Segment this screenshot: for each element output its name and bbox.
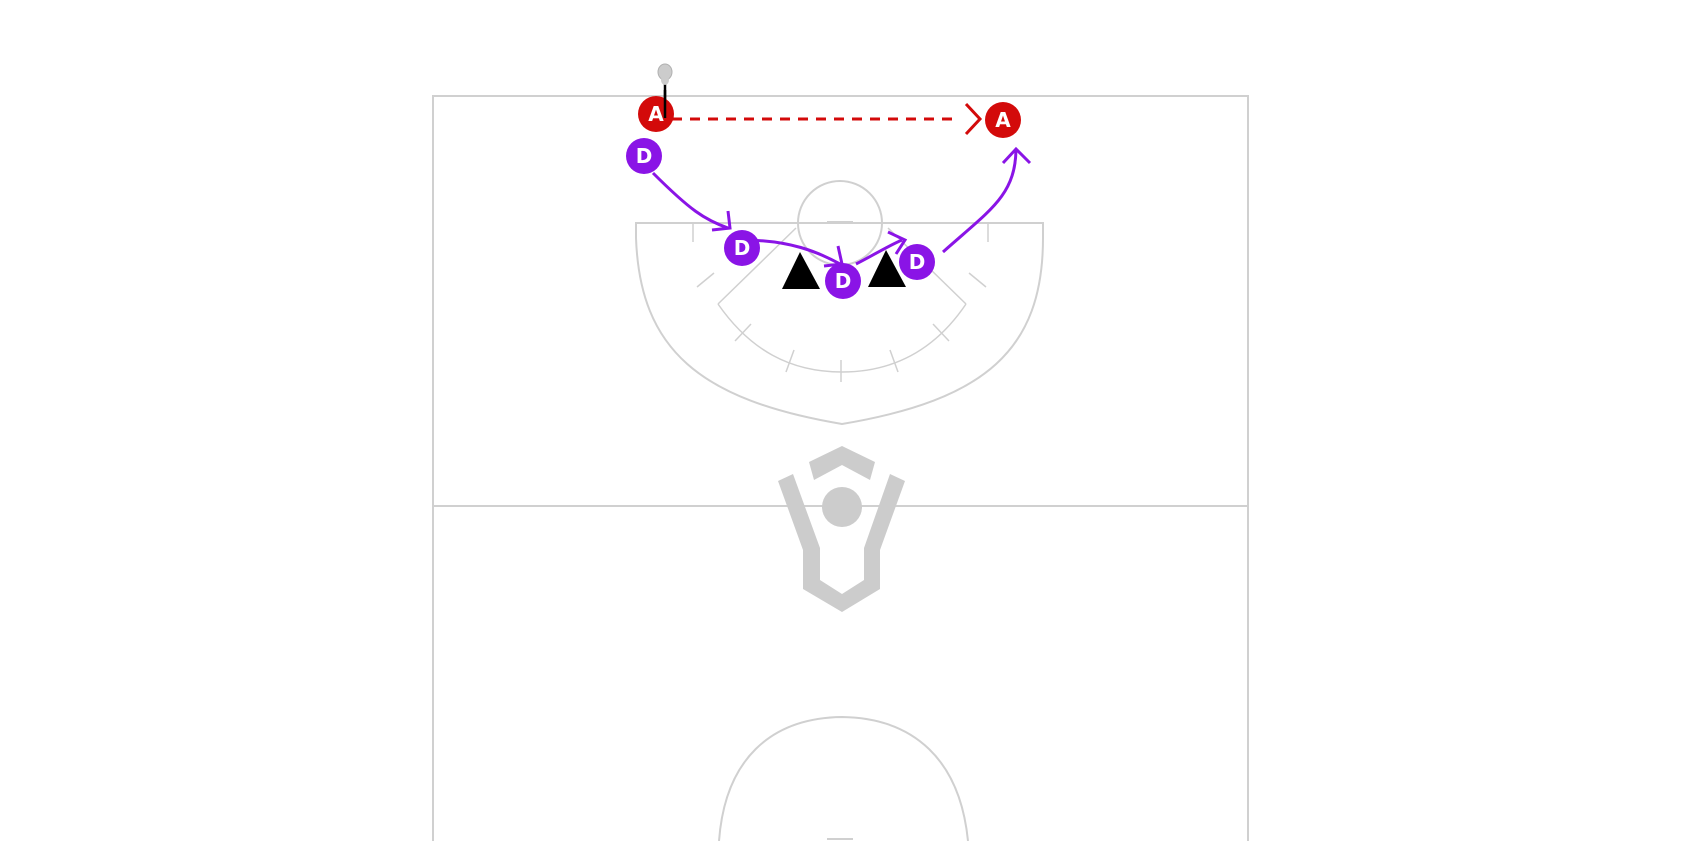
center-logo-icon bbox=[778, 446, 905, 612]
pass-arrowhead bbox=[964, 102, 983, 136]
field-boundary bbox=[432, 95, 1249, 841]
defender-path-1 bbox=[651, 171, 729, 230]
hash-mark bbox=[932, 323, 950, 342]
defender-marker: D bbox=[724, 230, 760, 266]
attacker-marker: A bbox=[985, 102, 1021, 138]
cone-icon bbox=[868, 250, 906, 287]
cones bbox=[782, 250, 906, 289]
field bbox=[432, 95, 1249, 841]
defender-marker: D bbox=[825, 263, 861, 299]
hash-mark bbox=[889, 349, 899, 373]
defender-path-3 bbox=[855, 238, 903, 266]
cone-icon bbox=[782, 252, 820, 289]
defender-path-1-arrowhead bbox=[711, 210, 732, 232]
defender-path-3-arrowhead bbox=[887, 230, 908, 255]
defender-marker: D bbox=[626, 138, 662, 174]
hash-mark bbox=[968, 272, 987, 288]
bottom-fan-arc bbox=[718, 715, 969, 841]
hash-mark bbox=[785, 349, 795, 373]
hash-mark bbox=[696, 272, 715, 288]
defender-path-4-arrowhead bbox=[1001, 146, 1032, 165]
defender-path-4 bbox=[942, 149, 1018, 254]
defender-label: D bbox=[636, 144, 653, 168]
attacker-marker: A bbox=[638, 96, 674, 132]
defender-marker: D bbox=[899, 244, 935, 280]
players: A A D D D D bbox=[626, 90, 1021, 299]
hash-mark bbox=[734, 323, 752, 342]
attacker-label: A bbox=[995, 108, 1011, 132]
defender-label: D bbox=[734, 236, 751, 260]
attacker-label: A bbox=[648, 102, 664, 126]
fan-arc bbox=[635, 222, 1044, 426]
defender-label: D bbox=[835, 269, 852, 293]
defender-label: D bbox=[909, 250, 926, 274]
movement-paths bbox=[651, 102, 1032, 268]
